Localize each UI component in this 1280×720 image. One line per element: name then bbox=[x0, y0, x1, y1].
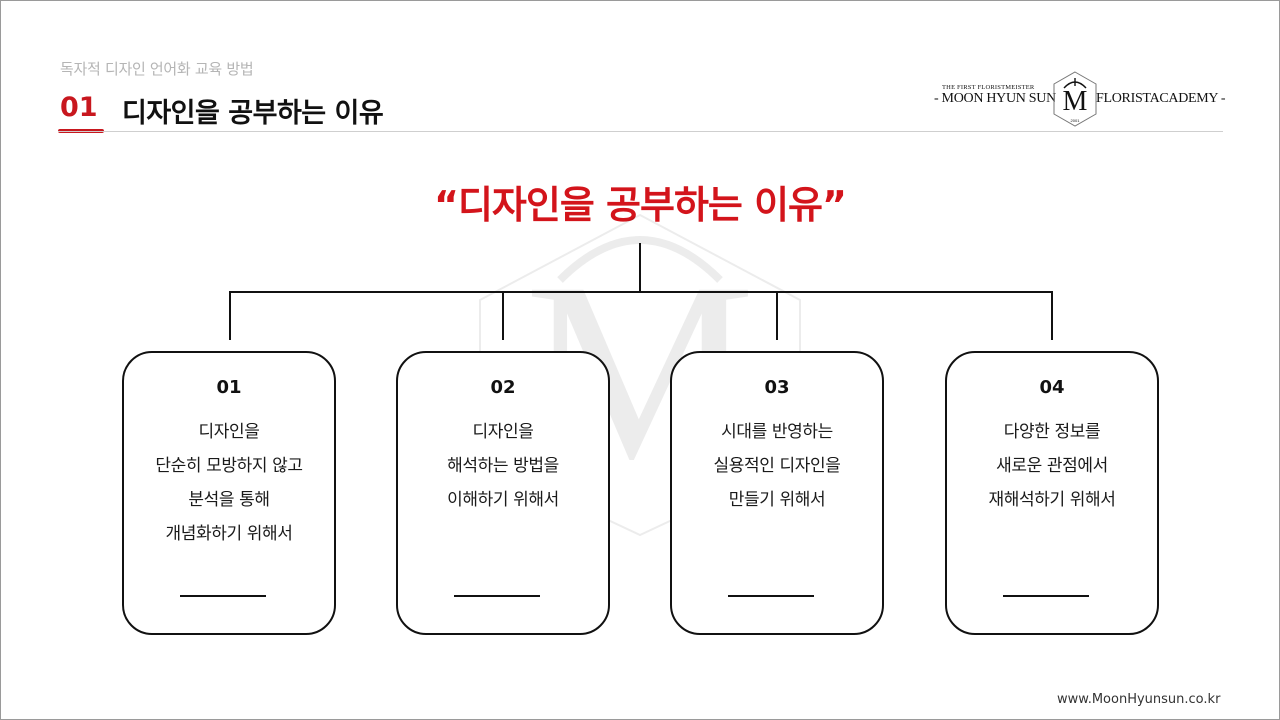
svg-text:M: M bbox=[1063, 86, 1088, 117]
card-text: 디자인을 단순히 모방하지 않고 분석을 통해 개념화하기 위해서 bbox=[124, 415, 334, 551]
card-text-line: 만들기 위해서 bbox=[728, 490, 826, 510]
card-number: 03 bbox=[764, 377, 790, 398]
card-text-line: 재해석하기 위해서 bbox=[988, 490, 1116, 510]
card-number: 02 bbox=[490, 377, 516, 398]
header-divider bbox=[58, 131, 1223, 132]
svg-text:2001: 2001 bbox=[1071, 118, 1081, 123]
section-title: 디자인을 공부하는 이유 bbox=[122, 98, 384, 129]
card-text-line: 디자인을 bbox=[472, 422, 534, 442]
logo-name-right: FLORISTACADEMY - bbox=[1096, 91, 1226, 106]
logo-emblem-icon: M 2001 bbox=[1053, 71, 1097, 127]
card-text-line: 디자인을 bbox=[198, 422, 260, 442]
headline: “디자인을 공부하는 이유” bbox=[433, 183, 847, 227]
slide-subtitle: 독자적 디자인 언어화 교육 방법 bbox=[60, 60, 254, 78]
card-text-line: 다양한 정보를 bbox=[1003, 422, 1101, 442]
card-bottom-rule bbox=[1003, 595, 1089, 597]
card-text-line: 분석을 통해 bbox=[188, 490, 270, 510]
card-text-line: 이해하기 위해서 bbox=[447, 490, 559, 510]
card-text-line: 새로운 관점에서 bbox=[996, 456, 1108, 476]
reason-card-4: 04 다양한 정보를 새로운 관점에서 재해석하기 위해서 bbox=[945, 351, 1159, 635]
card-text-line: 실용적인 디자인을 bbox=[713, 456, 841, 476]
logo-name-left: - MOON HYUN SUN bbox=[934, 91, 1056, 106]
card-bottom-rule bbox=[454, 595, 540, 597]
card-number: 01 bbox=[216, 377, 242, 398]
card-text: 시대를 반영하는 실용적인 디자인을 만들기 위해서 bbox=[672, 415, 882, 517]
academy-logo: THE FIRST FLORISTMEISTER - MOON HYUN SUN… bbox=[930, 70, 1226, 130]
card-text-line: 개념화하기 위해서 bbox=[165, 524, 293, 544]
card-number: 04 bbox=[1039, 377, 1065, 398]
reason-card-1: 01 디자인을 단순히 모방하지 않고 분석을 통해 개념화하기 위해서 bbox=[122, 351, 336, 635]
logo-tagline: THE FIRST FLORISTMEISTER bbox=[942, 84, 1035, 91]
card-text: 디자인을 해석하는 방법을 이해하기 위해서 bbox=[398, 415, 608, 517]
card-text-line: 시대를 반영하는 bbox=[721, 422, 833, 442]
card-text-line: 해석하는 방법을 bbox=[447, 456, 559, 476]
footer-website: www.MoonHyunsun.co.kr bbox=[1057, 692, 1221, 707]
card-bottom-rule bbox=[180, 595, 266, 597]
reason-card-3: 03 시대를 반영하는 실용적인 디자인을 만들기 위해서 bbox=[670, 351, 884, 635]
reason-card-2: 02 디자인을 해석하는 방법을 이해하기 위해서 bbox=[396, 351, 610, 635]
card-text: 다양한 정보를 새로운 관점에서 재해석하기 위해서 bbox=[947, 415, 1157, 517]
card-bottom-rule bbox=[728, 595, 814, 597]
section-number: 01 bbox=[60, 92, 98, 123]
card-text-line: 단순히 모방하지 않고 bbox=[155, 456, 303, 476]
